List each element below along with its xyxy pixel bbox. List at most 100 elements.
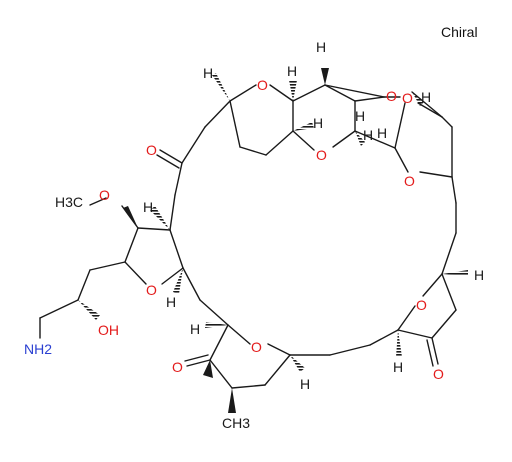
bond-right-a	[451, 176, 457, 204]
bond-pyran2-d	[332, 130, 356, 148]
hydrogen-atom: H	[355, 108, 365, 124]
bonds	[39, 84, 457, 389]
bond-thf-d	[161, 267, 184, 285]
chiral-label: Chiral	[441, 24, 478, 40]
bond-bottom-e	[227, 324, 251, 345]
bond-bottom-g	[231, 384, 266, 389]
bond-carbonyl-r2	[426, 339, 434, 367]
hydroxyl-label: OH	[98, 322, 119, 338]
bond-right-f	[431, 309, 457, 339]
oxygen-atom: O	[386, 88, 397, 104]
hash-bond-7	[396, 330, 402, 357]
bond-side-a	[89, 261, 126, 271]
bond-carbonyl-r1	[431, 337, 439, 365]
hydrogen-atom: H	[377, 125, 387, 141]
bond-bridge-k	[411, 91, 443, 118]
bond-pyran-b	[269, 84, 294, 102]
hydrogen-atom: H	[316, 39, 326, 55]
oxygen-atom: O	[416, 297, 427, 313]
bond-bottom-i	[209, 324, 229, 361]
bond-bridge-d	[354, 130, 396, 149]
hydrogen-atom: H	[474, 267, 484, 283]
hydrogen-atom: H	[203, 65, 213, 81]
bond-bottom-d	[267, 343, 291, 356]
bond-pyran-e	[239, 146, 267, 156]
hash-bond-8	[205, 322, 228, 328]
amine-label: NH2	[24, 341, 52, 357]
bond-left-d	[169, 194, 176, 231]
bond-right-d	[422, 273, 443, 297]
hash-bond-3	[293, 122, 314, 131]
wedge-bond-3	[228, 388, 236, 413]
hydrogen-atom: H	[287, 63, 297, 79]
bond-methoxy-b	[89, 197, 107, 206]
bond-bridge-e	[394, 102, 406, 149]
bond-pyran2-a	[292, 84, 326, 102]
bond-pyran-f	[229, 100, 241, 148]
methoxy-methyl-label: H3C	[55, 194, 83, 210]
bond-bridge-f	[394, 147, 409, 173]
bond-left-a	[199, 299, 229, 326]
bond-carbonyl-b2	[184, 354, 209, 362]
oxygen-atom: O	[316, 147, 327, 163]
oxygen-atom: O	[146, 142, 157, 158]
hydrogen-atom: H	[143, 199, 153, 215]
oxygen-atom: O	[251, 339, 262, 355]
hydrogen-atom: H	[421, 89, 431, 105]
bond-bottom-h	[209, 359, 233, 389]
bond-carbonyl-l2	[156, 154, 180, 169]
bond-bridge-g	[417, 102, 443, 118]
hashed-bonds	[78, 73, 468, 372]
bond-right-c	[441, 232, 457, 275]
bond-thf-a	[137, 227, 171, 231]
oxygen-atom: O	[172, 359, 183, 375]
oxygen-atom: O	[433, 366, 444, 382]
hydrogen-atom: H	[313, 115, 323, 131]
hash-bond-2	[289, 80, 297, 101]
bond-right-h	[397, 305, 416, 331]
bond-bridge-c	[354, 96, 385, 102]
hash-bond-12	[78, 300, 100, 320]
hydrogen-atom: H	[363, 127, 373, 143]
hydrogen-atom: H	[300, 376, 310, 392]
oxygen-atom: O	[404, 173, 415, 189]
oxygen-atom: O	[402, 90, 413, 106]
bond-thf-b	[124, 227, 139, 263]
bond-left-f	[181, 126, 206, 164]
bond-pyran-a	[229, 84, 257, 102]
bond-carbonyl-b1	[186, 359, 211, 367]
hash-bond-9	[290, 355, 305, 372]
bond-side-b	[77, 269, 91, 301]
bond-bridge-h	[441, 116, 453, 128]
bond-right-g	[397, 329, 433, 339]
bond-side-c	[39, 299, 79, 319]
hash-bond-4	[355, 131, 365, 146]
wedge-bonds	[123, 68, 329, 413]
bond-left-e	[174, 162, 183, 196]
bond-left-g	[204, 100, 231, 128]
hydrogen-atom: H	[190, 321, 200, 337]
wedge-bond-1	[321, 68, 329, 85]
oxygen-atom: O	[257, 77, 268, 93]
hash-bond-5	[412, 92, 424, 106]
bond-left-b	[182, 267, 201, 301]
bond-pyran2-e	[292, 130, 315, 151]
bond-right-e	[441, 273, 457, 311]
wedge-bond-2	[203, 360, 213, 378]
bond-left-c	[169, 229, 184, 269]
wedge-bond-4	[123, 206, 138, 228]
hash-bond-10	[150, 206, 170, 230]
hash-bond-11	[173, 268, 183, 294]
hash-bond-6	[442, 270, 468, 276]
bond-pyran-d	[265, 130, 294, 156]
bond-pyran2-b	[324, 84, 356, 102]
oxygen-atom: O	[99, 187, 110, 203]
hydrogen-atom: H	[393, 359, 403, 375]
hash-bond-1	[212, 73, 230, 101]
hydrogen-atom: H	[166, 294, 176, 310]
bond-carbonyl-l1	[159, 149, 183, 164]
bond-bridge-i	[419, 171, 453, 178]
methyl-label: CH3	[222, 415, 250, 431]
